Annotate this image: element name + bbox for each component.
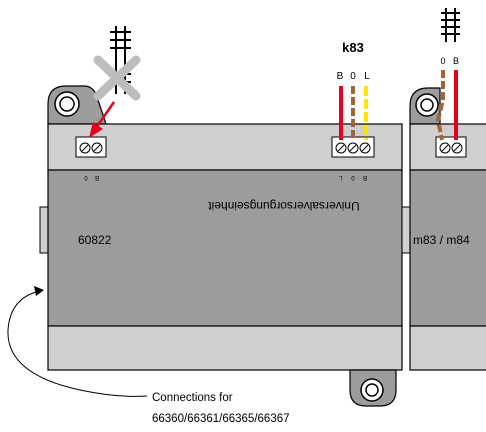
left-terminal-label-0: 0 <box>84 174 88 180</box>
module-m83-m84: m83 / m84 <box>401 87 486 371</box>
model-number: 60822 <box>78 233 112 247</box>
callout-line-1: Connections for <box>152 392 233 404</box>
callout-arrow-icon <box>7 291 148 397</box>
callout-line-2: 66360/66361/66365/66367 <box>152 413 290 425</box>
housing-body <box>409 169 486 327</box>
wire-brown <box>435 70 445 141</box>
side-connector <box>401 206 411 254</box>
k83-wire-label-l: L <box>364 71 370 82</box>
screw-terminal-icon <box>331 136 375 158</box>
housing-bottom-band <box>409 325 486 371</box>
right-terminal-label-0: 0 <box>351 174 355 180</box>
m83-wire-label-0: 0 <box>440 56 445 66</box>
k83-title: k83 <box>342 40 364 55</box>
left-terminal-label-b: B <box>95 174 99 180</box>
red-arrow-icon <box>89 101 116 138</box>
callout-arrowhead <box>34 286 44 296</box>
model-number-m83: m83 / m84 <box>413 233 470 247</box>
right-terminal-label-b: B <box>363 174 367 180</box>
disallowed-connection <box>89 26 141 138</box>
m83-wire-label-b: B <box>453 56 459 66</box>
screw-terminal-icon <box>435 136 467 158</box>
k83-wire-label-b: B <box>337 71 344 82</box>
track-icon <box>441 8 460 42</box>
housing-bottom-band <box>47 325 403 371</box>
housing-body <box>47 169 403 327</box>
screw-terminal-icon <box>75 136 107 158</box>
decoder-k83-wires: k83 B 0 L <box>337 40 370 140</box>
connections-callout: Connections for 66360/66361/66365/66367 <box>7 286 290 425</box>
mounting-lug-icon <box>409 87 441 125</box>
k83-wire-label-0: 0 <box>350 71 356 82</box>
housing-top-band <box>409 123 486 171</box>
side-connector <box>39 206 49 254</box>
cross-icon <box>93 55 141 101</box>
device-name: Universalversorgungseinheit <box>208 199 360 213</box>
decoder-m83-wires: 0 B <box>435 8 460 141</box>
right-terminal-label-l: L <box>339 174 343 180</box>
mounting-lug-icon <box>47 85 107 125</box>
mounting-lug-icon <box>349 369 397 407</box>
